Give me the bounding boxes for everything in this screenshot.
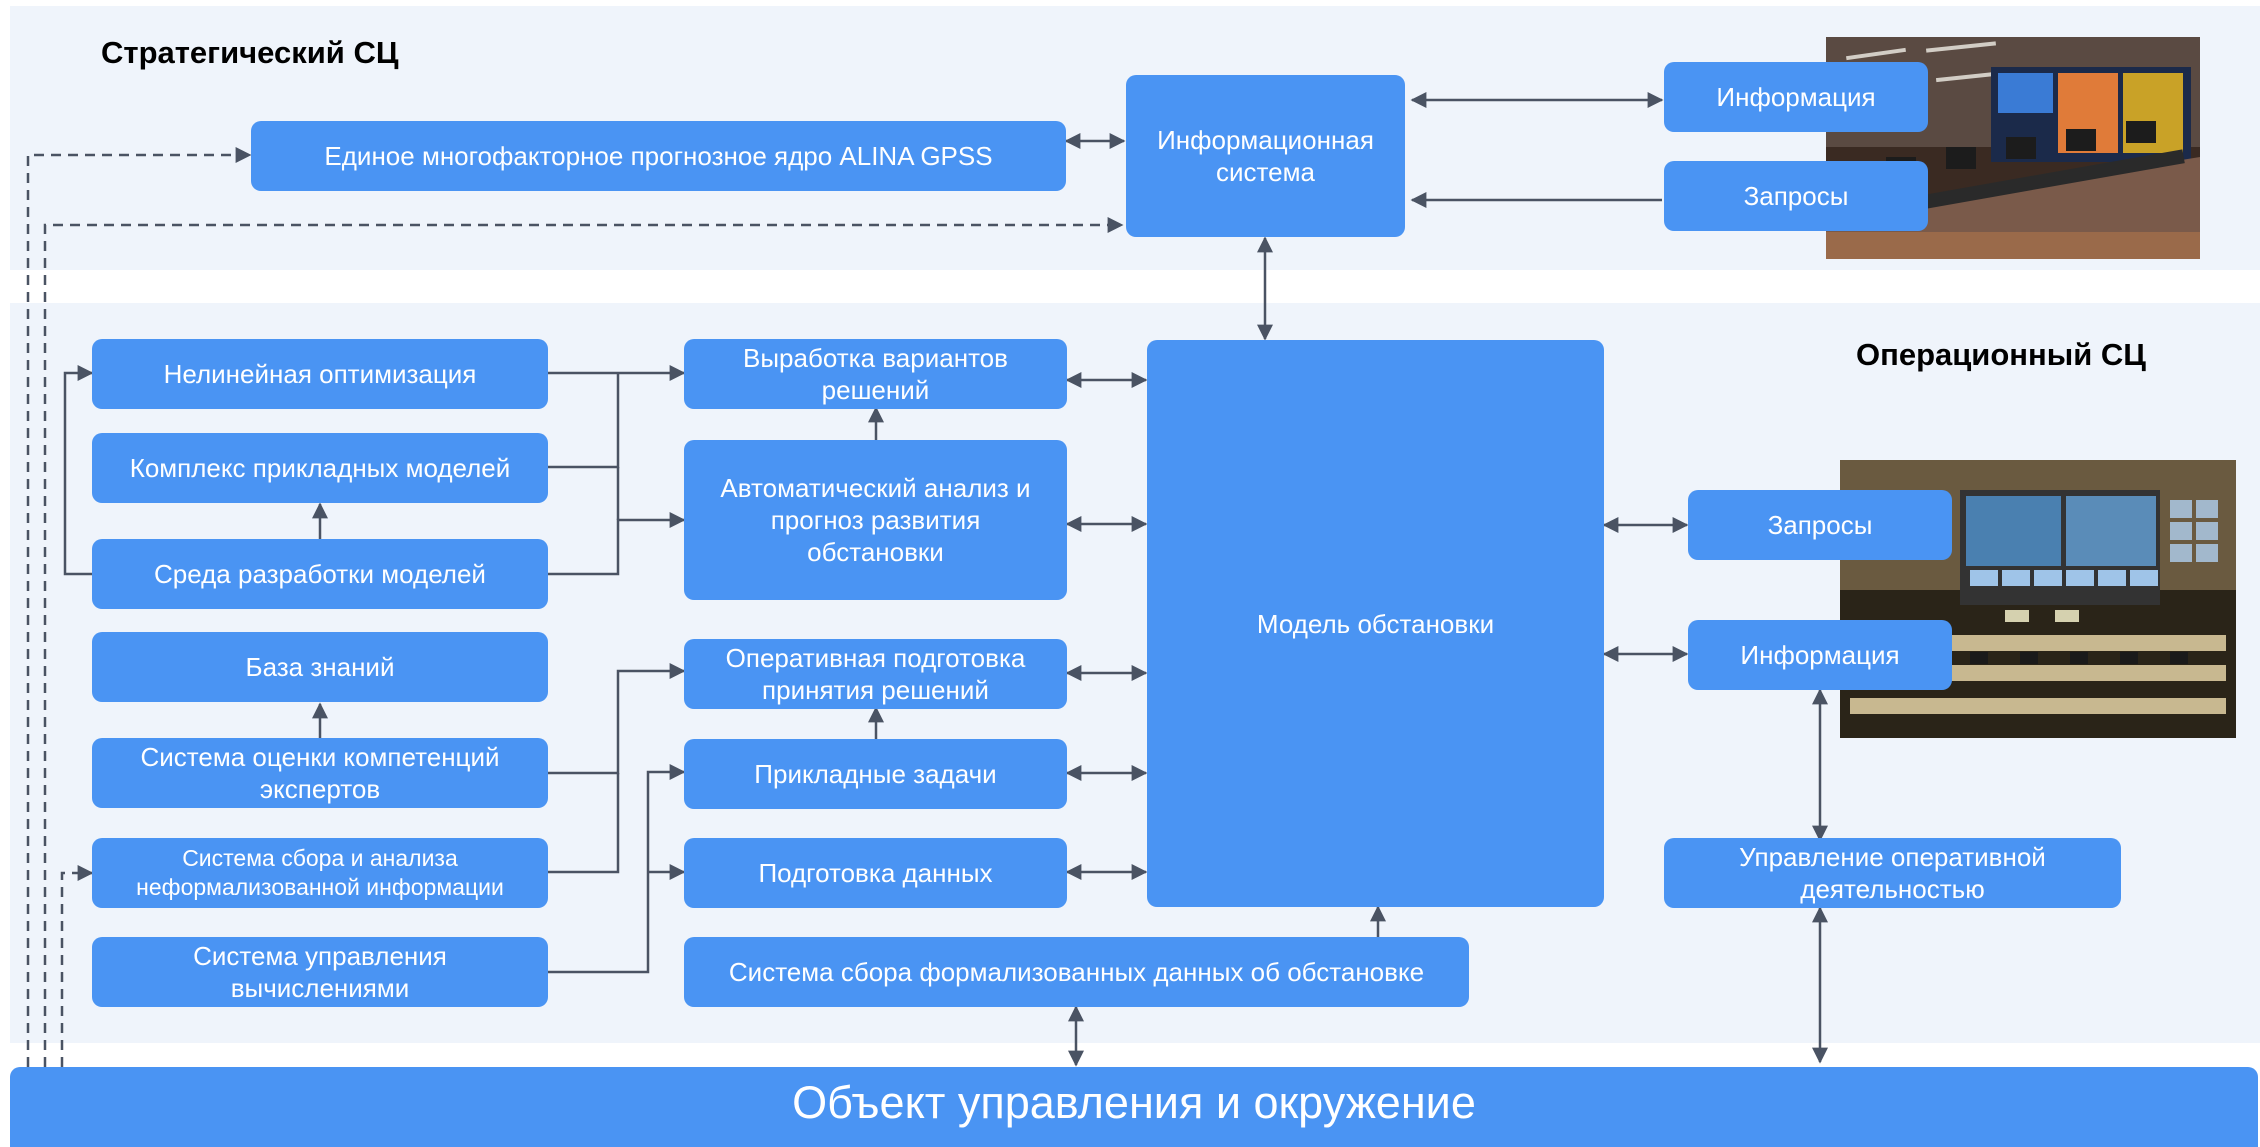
situation-room-photo	[1840, 460, 2236, 738]
op-requests-box[interactable]: Запросы	[1688, 490, 1952, 560]
compute-management-box[interactable]: Система управления вычислениями	[92, 937, 548, 1007]
control-room-photo	[1826, 37, 2200, 259]
op-management-box[interactable]: Управление оперативной деятельностью	[1664, 838, 2121, 908]
applied-tasks-box[interactable]: Прикладные задачи	[684, 739, 1067, 809]
situation-model-box[interactable]: Модель обстановки	[1147, 340, 1604, 907]
control-object-label: Объект управления и окружение	[792, 1077, 1476, 1128]
expert-evaluation-box[interactable]: Система оценки компетенций экспертов	[92, 738, 548, 808]
top-information-box[interactable]: Информация	[1664, 62, 1928, 132]
nonlinear-optimization-box[interactable]: Нелинейная оптимизация	[92, 339, 548, 409]
operative-prep-box[interactable]: Оперативная подготовка принятия решений	[684, 639, 1067, 709]
model-dev-env-box[interactable]: Среда разработки моделей	[92, 539, 548, 609]
alina-core-box[interactable]: Единое многофакторное прогнозное ядро AL…	[251, 121, 1066, 191]
op-information-box[interactable]: Информация	[1688, 620, 1952, 690]
auto-analysis-box[interactable]: Автоматический анализ и прогноз развития…	[684, 440, 1067, 600]
applied-models-box[interactable]: Комплекс прикладных моделей	[92, 433, 548, 503]
top-requests-box[interactable]: Запросы	[1664, 161, 1928, 231]
data-prep-box[interactable]: Подготовка данных	[684, 838, 1067, 908]
operational-title: Операционный СЦ	[1856, 337, 2146, 372]
control-object-bar: Объект управления и окружение	[10, 1067, 2258, 1147]
informal-info-box[interactable]: Система сбора и анализа неформализованно…	[92, 838, 548, 908]
decision-variants-box[interactable]: Выработка вариантов решений	[684, 339, 1067, 409]
strategic-title: Стратегический СЦ	[101, 35, 399, 70]
knowledge-base-box[interactable]: База знаний	[92, 632, 548, 702]
formal-data-box[interactable]: Система сбора формализованных данных об …	[684, 937, 1469, 1007]
information-system-box[interactable]: Информационная система	[1126, 75, 1405, 237]
